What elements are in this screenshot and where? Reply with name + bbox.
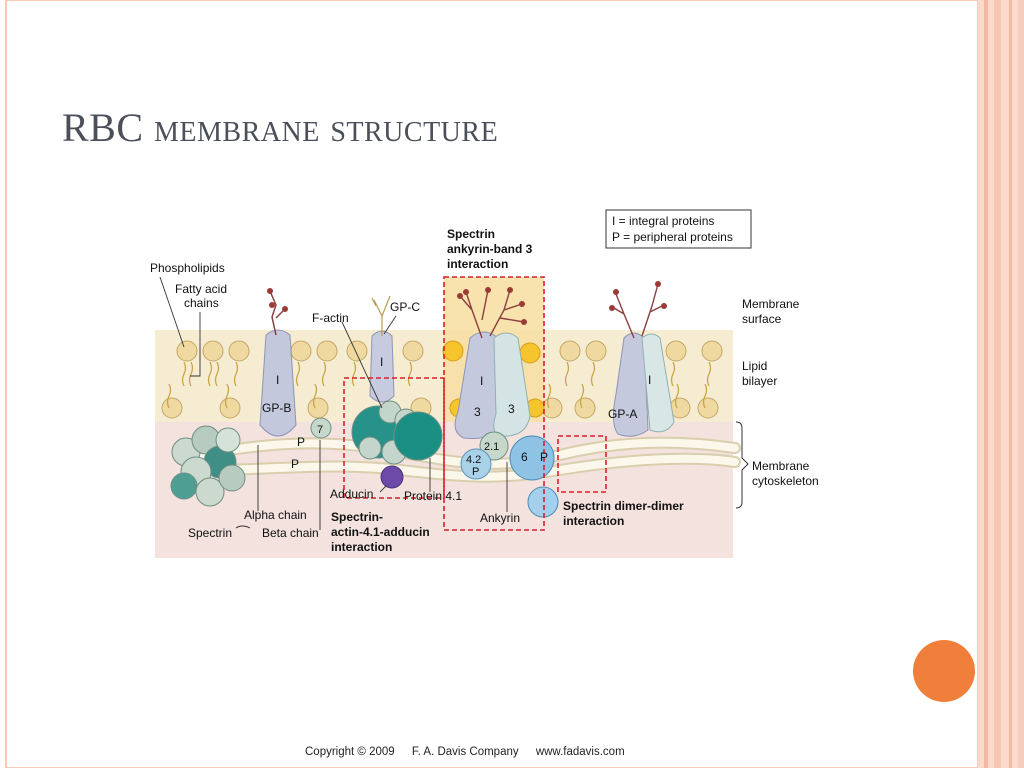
label-adducin: Adducin <box>330 487 373 501</box>
band6-protein <box>509 435 555 481</box>
legend-box <box>605 209 752 249</box>
label-i-gpc: I <box>380 355 383 369</box>
label-band6-p: P <box>540 450 548 464</box>
label-fatty-acid: Fatty acid <box>175 282 227 296</box>
label-dimer-dimer: Spectrin dimer-dimer <box>563 499 684 513</box>
label-f-actin: F-actin <box>312 311 349 325</box>
label-spectrin-ankyrin: Spectrin <box>447 227 495 241</box>
dimer-dimer-box <box>557 435 607 493</box>
label-i-gpb: I <box>276 373 279 387</box>
label-band42: 4.2 <box>466 454 481 466</box>
ankyrin-protein <box>527 486 559 518</box>
label-dimer-dimer-2: interaction <box>563 514 624 528</box>
label-i-gpa: I <box>648 373 651 387</box>
spectrin-ankyrin-box <box>443 276 545 531</box>
spectrin-actin-cluster-center <box>351 400 443 489</box>
label-ankyrin: Ankyrin <box>480 511 520 525</box>
copyright-website: www.fadavis.com <box>535 746 625 758</box>
label-band7: 7 <box>317 424 323 436</box>
slide-title: RBC membrane structure <box>62 105 499 150</box>
gp-b-protein <box>259 329 297 437</box>
label-phospholipids: Phospholipids <box>150 261 225 275</box>
label-band3-right: 3 <box>508 402 515 416</box>
legend-integral: I = integral proteins <box>612 214 714 228</box>
label-alpha-chain: Alpha chain <box>244 508 307 522</box>
label-protein41: Protein 4.1 <box>404 489 462 503</box>
copyright-footer: Copyright © 2009 F. A. Davis Company www… <box>305 746 639 758</box>
label-beta-chain: Beta chain <box>262 526 319 540</box>
label-membrane-surface-2: surface <box>742 312 782 326</box>
band42-protein <box>460 448 492 480</box>
label-gp-c: GP-C <box>390 300 420 314</box>
accent-circle <box>913 640 975 702</box>
gp-c-protein <box>369 330 395 403</box>
label-membrane-surface: Membrane <box>742 297 800 311</box>
spectrin-actin-box <box>343 377 445 499</box>
label-spectrin-actin-3: interaction <box>331 540 392 554</box>
legend-peripheral: P = peripheral proteins <box>612 230 733 244</box>
label-fatty-acid-2: chains <box>184 296 219 310</box>
label-spectrin: Spectrin <box>188 526 232 540</box>
label-band3-left: 3 <box>474 405 481 419</box>
copyright-company: F. A. Davis Company <box>411 746 519 758</box>
label-spectrin-ankyrin-3: interaction <box>447 257 508 271</box>
band21-protein <box>479 431 509 461</box>
label-spectrin-ankyrin-2: ankyrin-band 3 <box>447 242 533 256</box>
label-spectrin-actin: Spectrin- <box>331 510 383 524</box>
label-gp-a: GP-A <box>608 407 637 421</box>
label-p-lower: P <box>291 457 299 471</box>
label-lipid-bilayer: Lipid <box>742 359 767 373</box>
label-membrane-cytoskeleton-2: cytoskeleton <box>752 474 819 488</box>
fatty-acid-tails <box>166 361 712 409</box>
label-i-band3: I <box>480 374 483 388</box>
label-band21: 2.1 <box>484 441 499 453</box>
gp-a-protein <box>612 332 649 437</box>
label-band42-p: P <box>472 466 479 478</box>
label-spectrin-actin-2: actin-4.1-adducin <box>331 525 430 539</box>
label-gp-b: GP-B <box>262 401 291 415</box>
label-membrane-cytoskeleton: Membrane <box>752 459 810 473</box>
label-lipid-bilayer-2: bilayer <box>742 374 777 388</box>
label-band6: 6 <box>521 450 528 464</box>
band7-protein <box>310 417 332 439</box>
label-p-upper: P <box>297 435 305 449</box>
band3-right <box>493 332 531 437</box>
copyright-text: Copyright © 2009 <box>305 746 395 758</box>
spectrin-actin-cluster-left <box>170 425 246 507</box>
